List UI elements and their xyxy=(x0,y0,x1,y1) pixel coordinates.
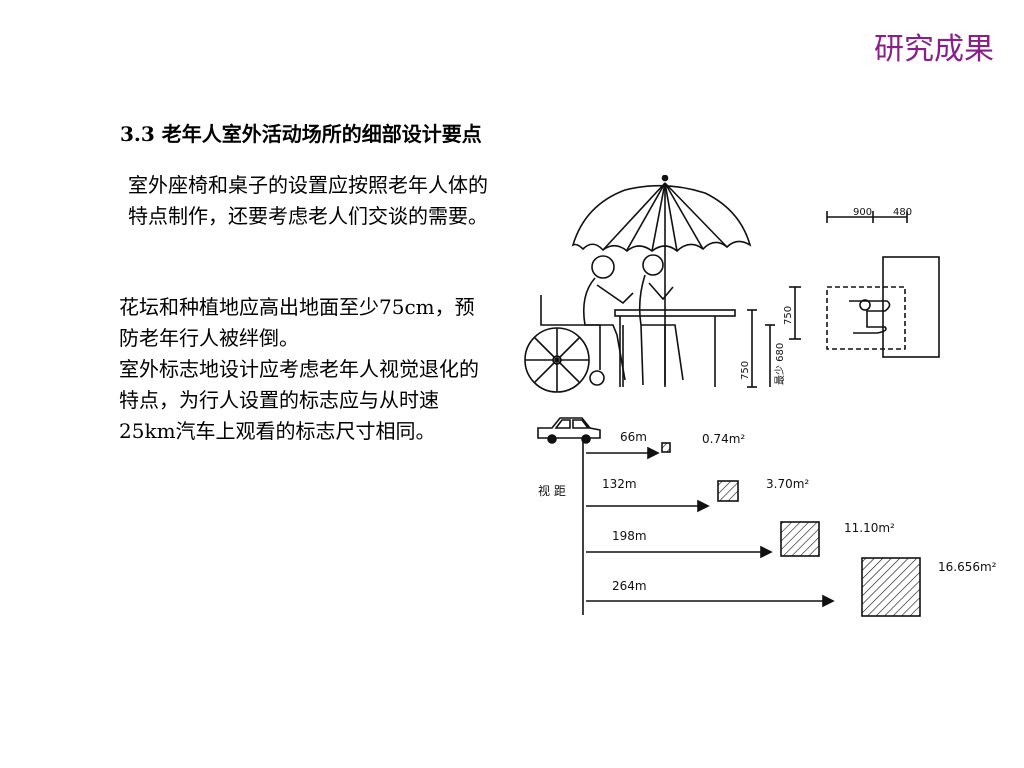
distance-66m: 66m xyxy=(620,430,647,444)
paragraph-seating: 室外座椅和桌子的设置应按照老年人体的特点制作，还要考虑老人们交谈的需要。 xyxy=(128,173,488,228)
row-198m xyxy=(586,521,820,559)
distance-132m: 132m xyxy=(602,477,637,491)
row-264m xyxy=(586,557,921,617)
plan-view xyxy=(789,211,940,358)
elderly-person-chair xyxy=(622,254,684,387)
viewing-distance-label: 视 距 xyxy=(538,483,566,498)
area-0-74: 0.74m² xyxy=(702,432,745,446)
table-height-dimension xyxy=(747,309,757,388)
area-3-70: 3.70m² xyxy=(766,477,809,491)
dim-480-label: 480 xyxy=(893,207,912,218)
paragraph-line-signage: 室外标志地设计应考虑老年人视觉退化的特点，为行人设置的标志应与从时速25km汽车… xyxy=(119,357,479,443)
seating-illustration: 750 最少 680 9 xyxy=(524,175,940,393)
car-icon xyxy=(537,417,601,444)
area-11-10: 11.10m² xyxy=(844,521,895,535)
wheelchair-icon xyxy=(524,295,605,393)
section-title: 研究成果 xyxy=(874,32,994,67)
sign-viewing-distance-diagram: 视 距 66m 0.74m² 132m 3.70m² 198m 11.10m² … xyxy=(537,417,997,617)
dim-min680-label: 最少 680 xyxy=(774,343,786,385)
paragraph-planting-signage: 花坛和种植地应高出地面至少75cm，预防老年行人被绊倒。 室外标志地设计应考虑老… xyxy=(119,292,493,447)
row-132m xyxy=(586,480,739,513)
row-66m xyxy=(586,442,671,460)
distance-264m: 264m xyxy=(612,579,647,593)
distance-198m: 198m xyxy=(612,529,647,543)
seat-height-dimension xyxy=(765,324,775,387)
dim-750-plan-label: 750 xyxy=(783,306,794,325)
paragraph-line-planting: 花坛和种植地应高出地面至少75cm，预防老年行人被绊倒。 xyxy=(119,295,475,350)
area-16-656: 16.656m² xyxy=(938,560,997,574)
dim-900-label: 900 xyxy=(853,207,872,218)
section-heading: 3.3 老年人室外活动场所的细部设计要点 xyxy=(120,122,482,146)
dim-750-label: 750 xyxy=(740,361,751,380)
table-icon xyxy=(614,309,736,387)
elderly-person-wheelchair xyxy=(582,255,634,381)
